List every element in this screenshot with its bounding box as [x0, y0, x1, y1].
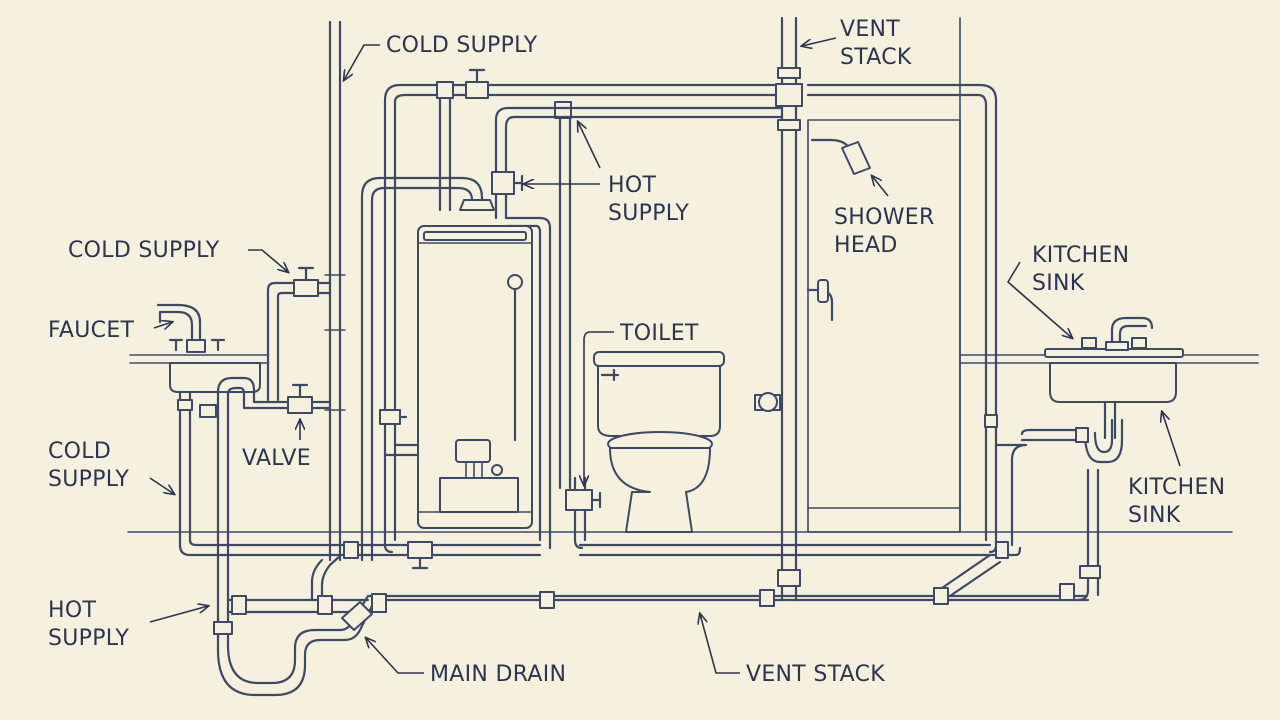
kitchen-sink-basin: [1049, 362, 1177, 403]
label-shower-head-line1: SHOWER: [834, 205, 935, 230]
label-vent-stack-top-line2: STACK: [840, 45, 912, 70]
toilet-paper-holder-icon: [758, 392, 778, 412]
kitchen-sink: [994, 316, 1184, 602]
label-cold-supply-top: COLD SUPPLY: [386, 33, 538, 58]
gas-control-valve-icon[interactable]: [455, 439, 491, 463]
label-hot-supply-lower-line1: HOT: [48, 598, 96, 623]
cold-supply-riser: [324, 20, 346, 562]
label-kitchen-sink-top-line2: SINK: [1032, 271, 1085, 296]
label-hot-supply-mid-line2: SUPPLY: [608, 201, 689, 226]
label-vent-stack-top-line1: VENT: [840, 17, 900, 42]
cold-supply-loop: [266, 266, 332, 402]
bathroom-sink-basin: [169, 362, 261, 393]
toilet: [565, 351, 725, 550]
label-hot-supply-lower-line2: SUPPLY: [48, 626, 129, 651]
top-supply-manifold: [383, 68, 998, 554]
floor-supply-line: [328, 541, 1022, 570]
shower-wall: [807, 119, 961, 533]
label-kitchen-sink-top-line1: KITCHEN: [1032, 243, 1129, 268]
floor-valve-icon[interactable]: [407, 541, 433, 570]
labels: COLD SUPPLY VENT STACK HOT SUPPLY SHOWER…: [48, 17, 1225, 687]
main-drain: [213, 553, 1101, 697]
burner-access-panel: [439, 477, 519, 513]
cold-supply-valve-icon[interactable]: [293, 266, 319, 297]
manifold-tee-2: [554, 101, 572, 119]
shower-valve-icon[interactable]: [817, 279, 829, 303]
shower-head-icon[interactable]: [841, 141, 871, 175]
toilet-supply-valve-icon[interactable]: [565, 489, 602, 511]
toilet-bowl: [609, 447, 711, 533]
label-cold-supply-left: COLD SUPPLY: [68, 238, 220, 263]
heater-flue-collar: [459, 199, 495, 211]
vent-stack-tee: [775, 83, 803, 107]
label-toilet: TOILET: [619, 321, 699, 346]
label-kitchen-sink-bottom-line1: KITCHEN: [1128, 475, 1225, 500]
kitchen-faucet-icon[interactable]: [1081, 316, 1154, 351]
p-trap-icon: [341, 601, 373, 631]
bathroom-sink: [156, 303, 332, 602]
sink-valve-icon[interactable]: [199, 383, 313, 418]
manifold-tee: [436, 81, 454, 99]
vent-stack: [775, 16, 803, 602]
label-vent-stack-bottom: VENT STACK: [746, 662, 885, 687]
heater-drain-valve-icon[interactable]: [379, 409, 408, 425]
label-cold-supply-lower-line2: SUPPLY: [48, 467, 129, 492]
hot-supply-valve-icon[interactable]: [491, 171, 524, 195]
label-kitchen-sink-bottom-line2: SINK: [1128, 503, 1181, 528]
faucet-icon[interactable]: [156, 303, 226, 353]
toilet-tank: [597, 365, 721, 437]
label-valve: VALVE: [242, 446, 311, 471]
label-shower-head-line2: HEAD: [834, 233, 898, 258]
hot-supply-branch: [491, 106, 784, 490]
label-faucet: FAUCET: [48, 318, 135, 343]
label-main-drain: MAIN DRAIN: [430, 662, 566, 687]
top-shutoff-valve-icon[interactable]: [465, 68, 489, 99]
label-hot-supply-mid-line1: HOT: [608, 173, 656, 198]
toilet-tank-lid: [593, 351, 725, 367]
water-heater: [417, 199, 533, 529]
shower-enclosure: [754, 119, 961, 533]
label-cold-supply-lower-line1: COLD: [48, 439, 111, 464]
heater-tank: [417, 225, 533, 529]
